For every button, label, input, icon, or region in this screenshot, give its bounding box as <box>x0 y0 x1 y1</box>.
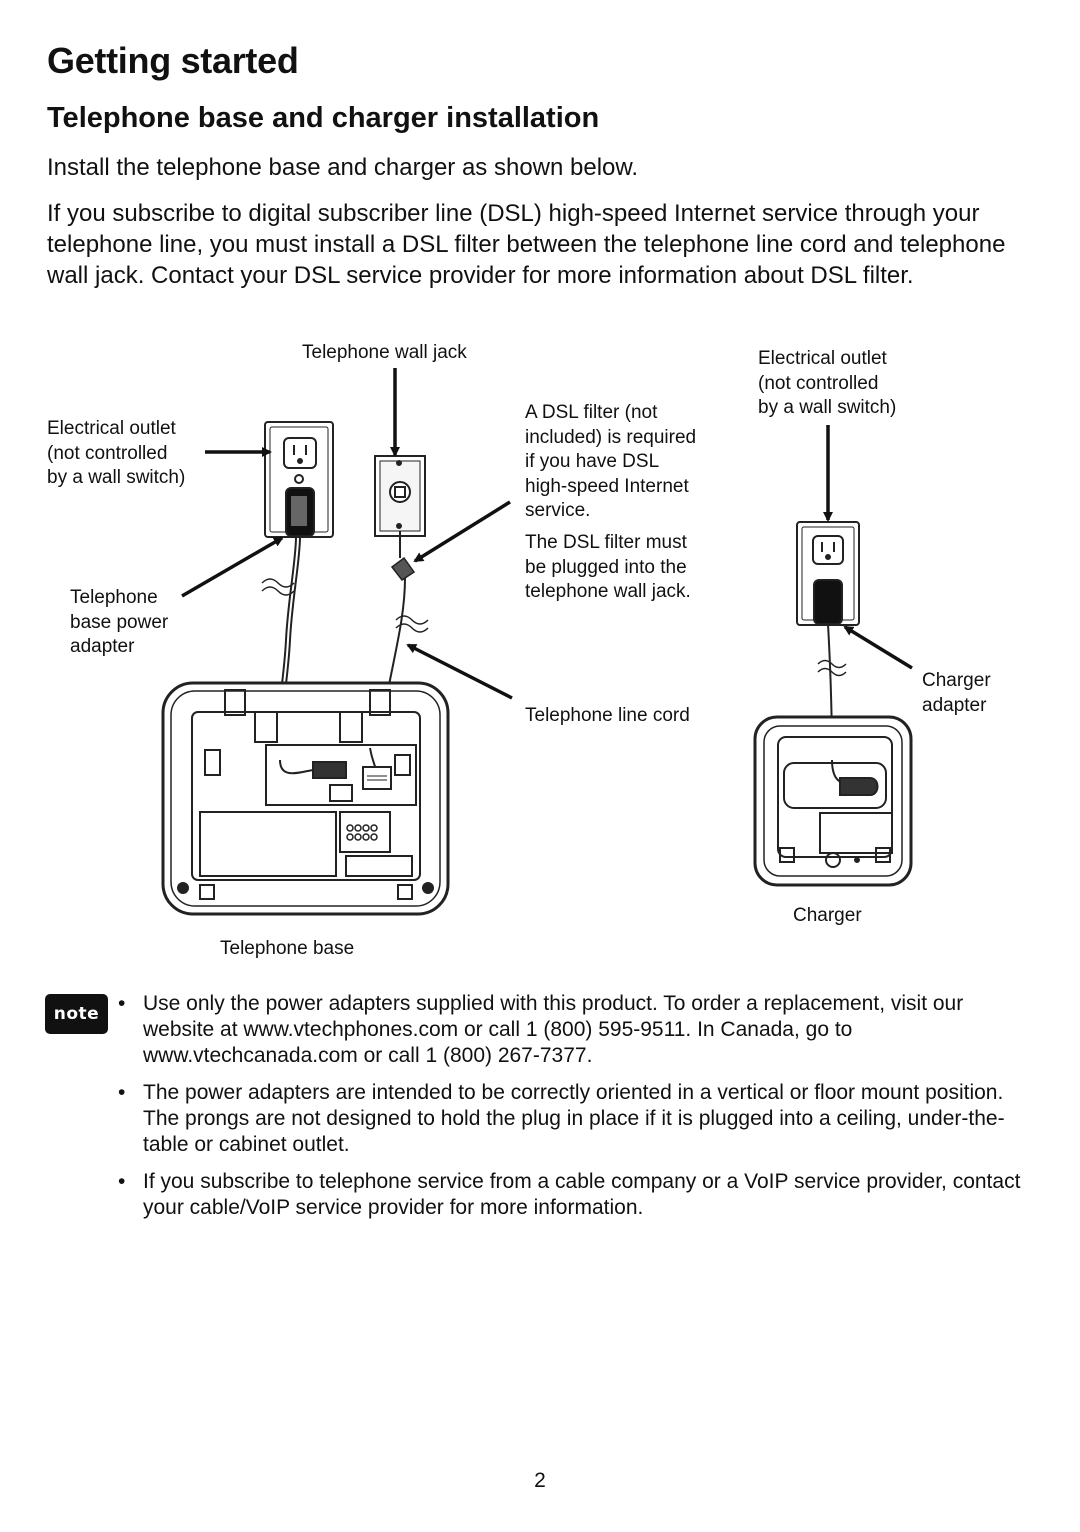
list-item: •The power adapters are intended to be c… <box>118 1081 1005 1156</box>
left-electrical-outlet <box>264 421 334 538</box>
section-title: Telephone base and charger installation <box>47 102 600 134</box>
label-line-cord: Telephone line cord <box>525 705 690 726</box>
dsl-filter <box>390 556 416 582</box>
callout-arrows <box>181 368 913 700</box>
right-electrical-outlet <box>796 521 860 626</box>
label-dsl-plug: The DSL filter must be plugged into the … <box>525 532 691 602</box>
label-outlet-left: Electrical outlet (not controlled by a w… <box>47 418 186 488</box>
label-outlet-right: Electrical outlet (not controlled by a w… <box>758 348 897 418</box>
label-telephone-base: Telephone base <box>220 938 355 959</box>
list-item: •Use only the power adapters supplied wi… <box>118 992 964 1067</box>
list-item: •If you subscribe to telephone service f… <box>118 1170 1021 1219</box>
label-charger: Charger <box>793 905 862 926</box>
page-title: Getting started <box>47 40 299 81</box>
label-base-adapter: Telephone base power adapter <box>70 587 169 657</box>
label-wall-jack: Telephone wall jack <box>302 342 467 363</box>
note-badge: note <box>45 994 108 1034</box>
page-number: 2 <box>534 1469 546 1492</box>
note-list: •Use only the power adapters supplied wi… <box>118 991 1038 1232</box>
intro-text: Install the telephone base and charger a… <box>47 154 639 181</box>
installation-diagram <box>161 368 913 916</box>
label-dsl-filter: A DSL filter (not included) is required … <box>525 402 697 521</box>
telephone-wall-jack <box>374 455 426 537</box>
dsl-paragraph: If you subscribe to digital subscriber l… <box>47 200 1006 289</box>
label-charger-adapter: Charger adapter <box>922 670 991 716</box>
telephone-base <box>161 681 450 916</box>
charger <box>753 715 913 887</box>
